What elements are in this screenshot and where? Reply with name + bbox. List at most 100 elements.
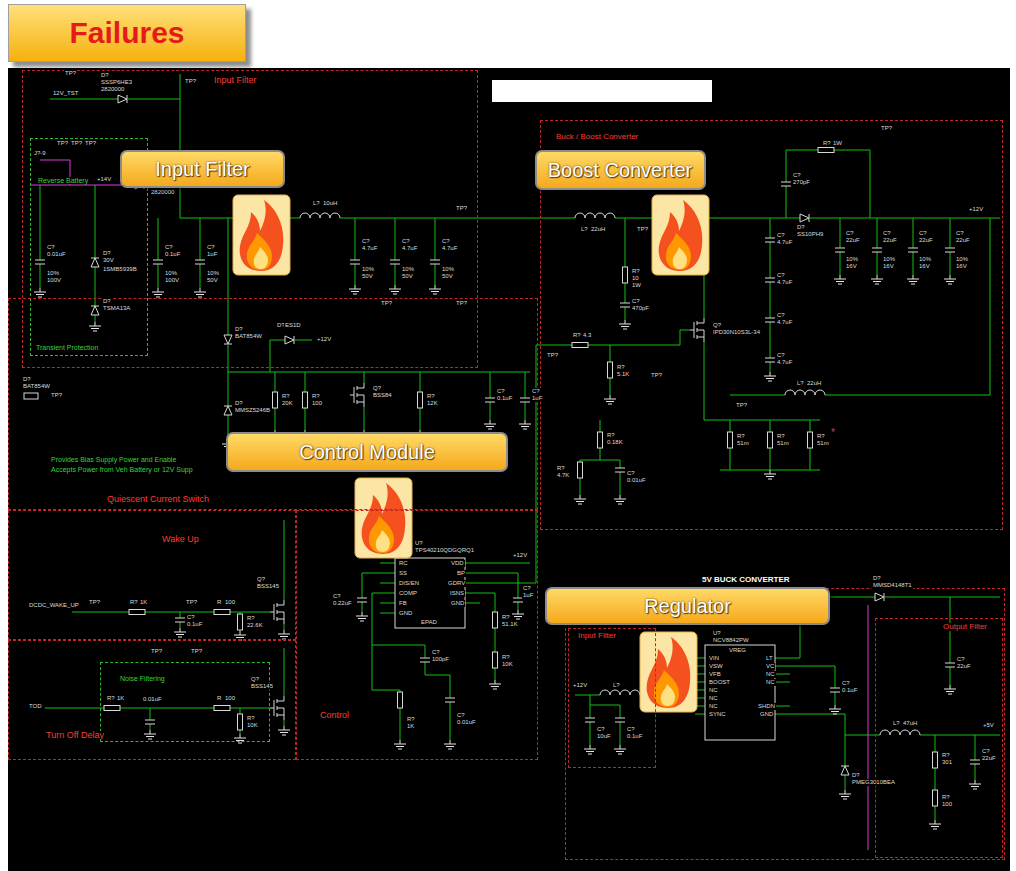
component-label: 51m (776, 440, 790, 447)
marker-text: * (830, 428, 836, 438)
component-label: R? (631, 268, 641, 275)
component-symbol (841, 766, 849, 775)
component-label: 1uF (206, 251, 218, 258)
component-label: 100 (941, 801, 953, 808)
component-symbol (598, 432, 603, 448)
component-label: NC (765, 671, 776, 678)
component-label: 10uF (596, 733, 612, 740)
component-label: R? (556, 465, 566, 472)
component-label: LT (765, 655, 774, 662)
component-label: 4.3 (582, 332, 592, 339)
ground-symbol (944, 685, 956, 694)
flame-icon (640, 632, 697, 712)
ground-symbol (907, 275, 919, 284)
component-symbol (145, 720, 155, 724)
component-label: C? (776, 272, 786, 279)
component-label: 1SMB5939B (102, 266, 138, 273)
ground-symbol (871, 275, 883, 284)
component-label: 10% (918, 256, 932, 263)
component-label: 51m (736, 440, 750, 447)
component-label: J?-9 (33, 150, 47, 157)
ground-symbol (829, 705, 841, 714)
component-label: D? (102, 250, 112, 257)
ground-symbol (969, 780, 981, 789)
component-label: NC (708, 695, 719, 702)
component-label: +12V (316, 336, 332, 343)
component-label: IPD30N10S3L-34 (712, 329, 761, 336)
component-label: C? (186, 614, 196, 621)
ground-symbol (174, 628, 186, 637)
component-label: 1uF (522, 592, 534, 599)
component-label: 0.1uF (841, 687, 858, 694)
component-symbol (908, 248, 918, 252)
component-label: C? (431, 649, 441, 656)
component-label: 100 (224, 599, 236, 606)
component-label: R? (941, 752, 951, 759)
component-label: 50V (206, 277, 219, 284)
region-label: Reverse Battery (37, 177, 89, 184)
callout-text: Input Filter (155, 158, 249, 180)
component-symbol (224, 406, 232, 415)
component-symbol (578, 462, 583, 478)
component-label: R? (822, 140, 832, 147)
component-symbol (765, 278, 775, 282)
component-label: SS10PH9 (796, 231, 824, 238)
component-symbol (705, 645, 775, 740)
component-label: PMEG3010BEA (851, 779, 896, 786)
component-label: C? (918, 230, 928, 237)
component-label: L? (312, 200, 321, 207)
component-label: 12K (426, 400, 439, 407)
component-label: TP? (84, 140, 97, 147)
component-label: VC (765, 663, 775, 670)
component-label: Q? (372, 385, 382, 392)
ground-symbol (278, 630, 290, 639)
component-label: C? (496, 388, 506, 395)
component-label: C? (955, 230, 965, 237)
component-label: C? (206, 244, 216, 251)
component-label: 22uF (956, 663, 972, 670)
component-label: ISNS (449, 590, 465, 597)
component-label: RC (398, 560, 409, 567)
component-symbol (945, 663, 955, 667)
component-label: D? (102, 298, 112, 305)
component-label: 10% (206, 270, 220, 277)
component-label: R? (616, 364, 626, 371)
component-symbol (214, 610, 230, 615)
component-symbol (485, 398, 495, 402)
component-label: +5V (982, 722, 995, 729)
component-label: SYNC (708, 711, 727, 718)
ground-symbol (34, 275, 981, 829)
component-symbol (970, 760, 980, 764)
component-label: NCV8842PW (712, 637, 750, 644)
component-label: R? (776, 433, 786, 440)
component-label: 10K (246, 722, 259, 729)
component-symbol (418, 392, 423, 408)
region-box: Input Filter (568, 628, 656, 768)
component-symbol (872, 248, 882, 252)
component-symbol (273, 392, 278, 408)
ground-symbol (764, 372, 776, 381)
component-label: R (216, 695, 222, 702)
component-symbol (270, 600, 284, 624)
component-label: TP? (88, 599, 101, 606)
component-label: C? (361, 238, 371, 245)
ground-symbol (444, 740, 456, 749)
component-label: SHDN (757, 703, 776, 710)
component-label: 301 (941, 759, 953, 766)
ground-symbol (34, 288, 46, 297)
component-label: R? (106, 695, 116, 702)
component-label: R? (501, 614, 511, 621)
component-symbol (445, 698, 455, 702)
note-text: Accepts Power from Veh Battery or 12V Su… (50, 466, 194, 474)
component-label: D? (100, 72, 110, 79)
component-symbol (104, 706, 120, 711)
component-label: C? (776, 312, 786, 319)
component-symbol (300, 213, 340, 218)
component-label: 1uF (531, 395, 543, 402)
wire (40, 74, 1000, 820)
component-label: 4.7uF (776, 239, 793, 246)
component-symbol (690, 318, 704, 342)
component-label: +12V (572, 682, 588, 689)
component-label: 5.1K (616, 371, 630, 378)
component-label: 0.01uF (142, 696, 163, 703)
